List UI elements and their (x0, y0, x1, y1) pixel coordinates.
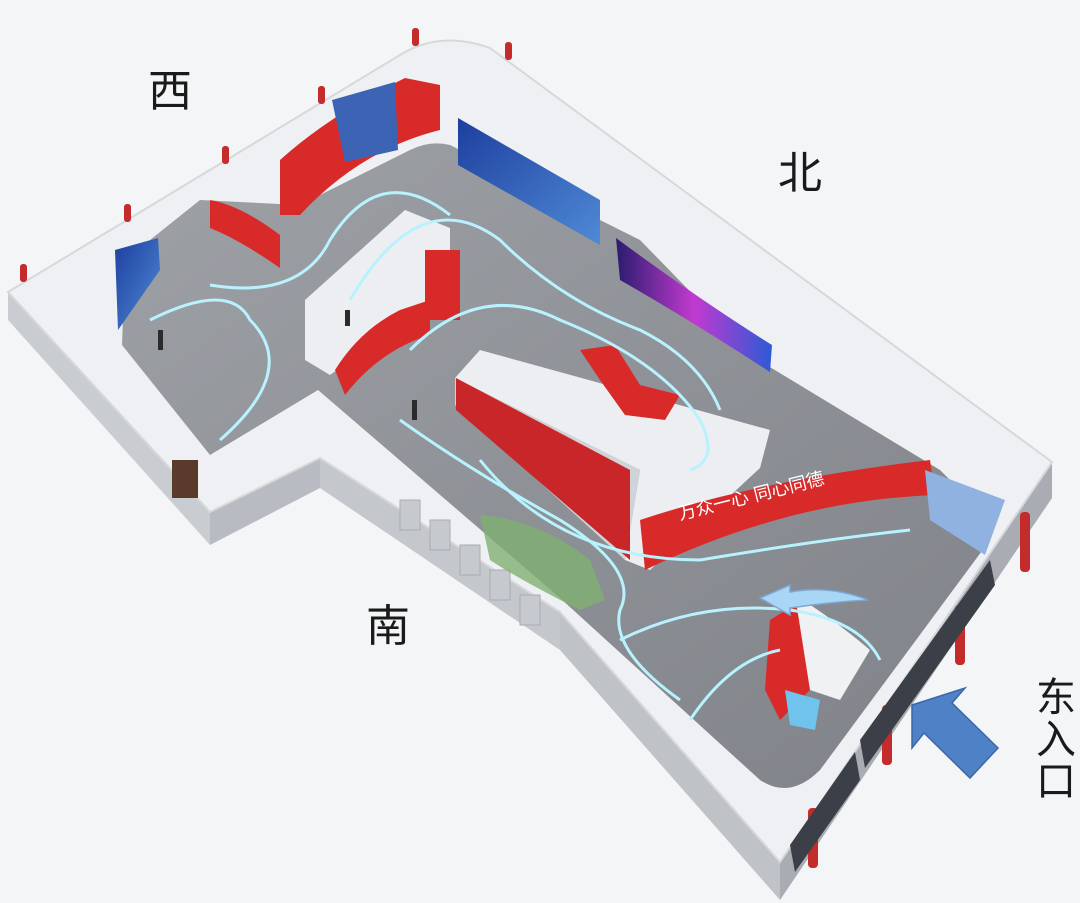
flow-arrow-icon (758, 583, 869, 617)
direction-label-west: 西 (148, 66, 192, 117)
garden-area (480, 515, 605, 610)
visitor-figures (158, 310, 417, 420)
west-door (172, 460, 198, 498)
direction-label-east-entrance: 东入口 (1029, 676, 1075, 802)
direction-label-north: 北 (778, 148, 822, 199)
direction-label-south: 南 (366, 601, 410, 652)
display-screens (115, 82, 1005, 730)
east-facade-windows (790, 560, 995, 872)
entrance-arrow-icon (911, 686, 1000, 780)
south-doors (399, 499, 541, 626)
